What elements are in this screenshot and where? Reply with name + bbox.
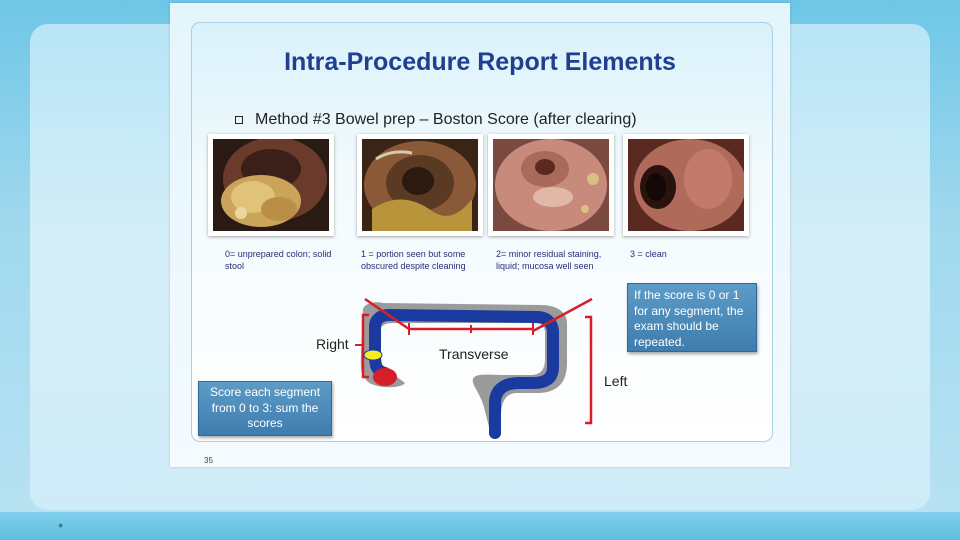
red-marker (373, 368, 397, 386)
caption-score-0: 0= unprepared colon; solid stool (225, 249, 332, 271)
bottom-marker-icon: ● (58, 520, 64, 530)
yellow-marker (363, 349, 383, 361)
colon-segment-diagram (355, 297, 593, 439)
endoscopy-image-score-0 (208, 134, 334, 236)
left-segment-bracket (585, 315, 593, 425)
method-bullet-text: Method #3 Bowel prep – Boston Score (aft… (255, 111, 637, 128)
right-segment-label: Right (316, 336, 349, 352)
slide-title: Intra-Procedure Report Elements (284, 48, 676, 76)
endoscopy-image-score-3 (623, 134, 749, 236)
repeat-exam-callout: If the score is 0 or 1 for any segment, … (627, 283, 757, 352)
bottom-bar (0, 512, 960, 540)
segment-divider-right (364, 297, 410, 331)
caption-score-1: 1 = portion seen but some obscured despi… (361, 249, 466, 271)
caption-score-3: 3 = clean (630, 249, 667, 259)
transverse-segment-label: Transverse (439, 346, 509, 362)
slide: Intra-Procedure Report Elements Method #… (170, 3, 790, 467)
endoscopy-image-score-1 (357, 134, 483, 236)
caption-score-2: 2= minor residual staining, liquid; muco… (496, 249, 602, 271)
segment-divider-left (532, 297, 593, 333)
method-bullet: Method #3 Bowel prep – Boston Score (aft… (235, 111, 637, 129)
page-number: 35 (204, 456, 213, 465)
score-each-segment-callout: Score each segment from 0 to 3: sum the … (198, 381, 332, 436)
endoscopy-image-score-2 (488, 134, 614, 236)
colon-tube (369, 308, 559, 439)
left-segment-label: Left (604, 373, 628, 389)
square-bullet-icon (235, 116, 243, 124)
